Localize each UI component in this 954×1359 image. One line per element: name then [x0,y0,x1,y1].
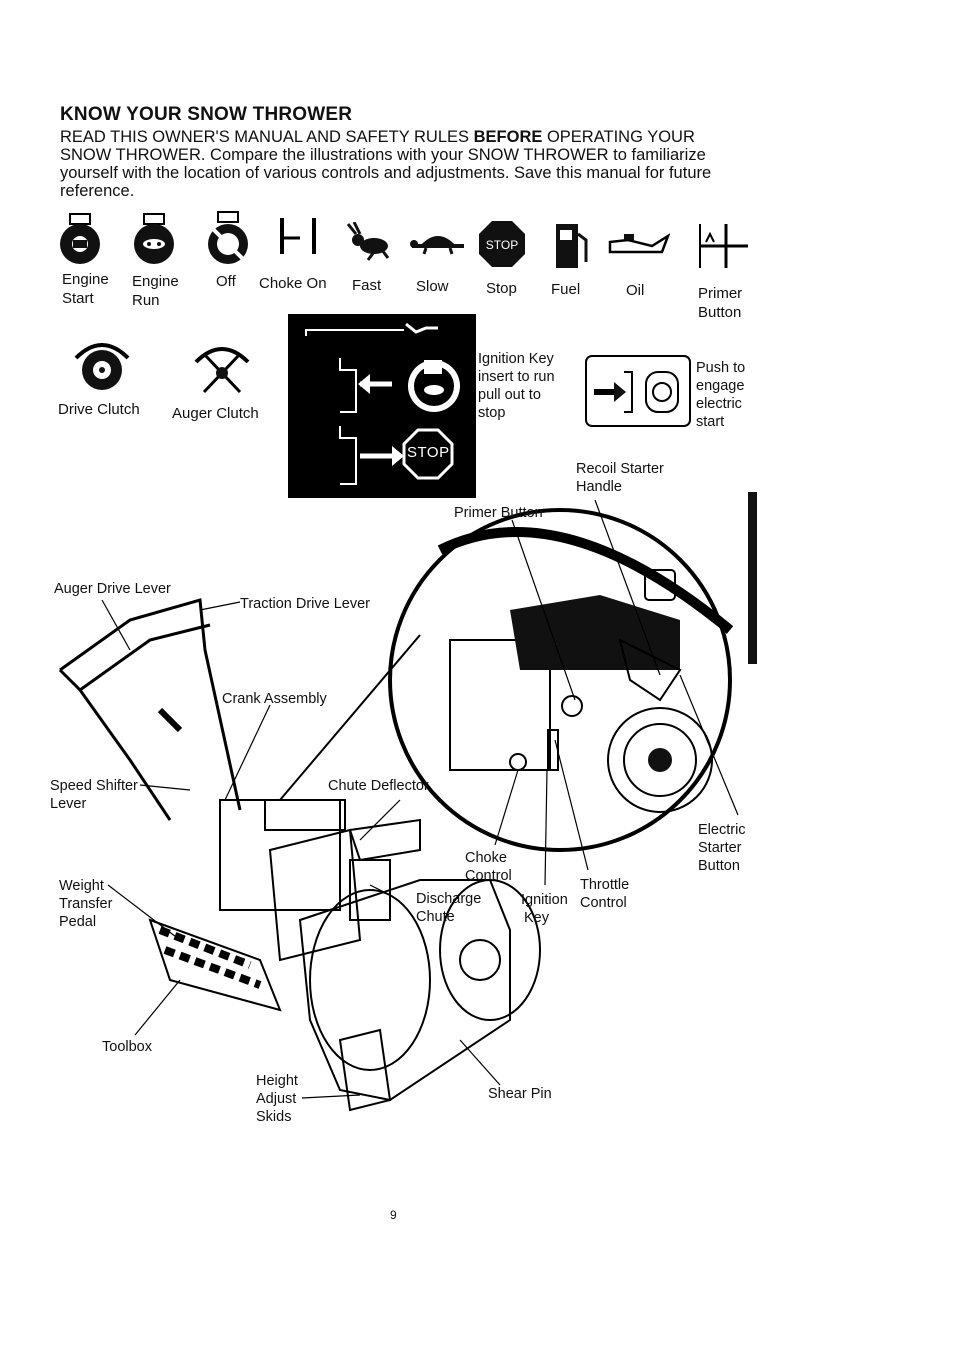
snow-thrower-illustration [40,500,760,1140]
callout-line: Discharge [416,891,482,907]
callout-primer-button: Primer Button [454,505,543,521]
instruction-line: Push to [696,360,746,376]
callout-line: Lever [50,796,87,812]
callout-line: Handle [576,479,622,495]
callout-auger-drive-lever: Auger Drive Lever [54,581,171,597]
svg-text:STOP: STOP [486,238,518,252]
intro-text-2: OPERATING YOUR SNOW THROWER. Compare the… [60,128,712,200]
instruction-line: electric [696,396,742,412]
label-line: Run [132,292,160,309]
electric-start-instructions: Push to engage electric start [696,359,745,431]
page-number: 9 [390,1208,397,1222]
callout-line: Control [580,895,627,911]
instruction-line: stop [478,405,506,421]
intro-text-bold: BEFORE [473,128,543,146]
callout-traction-drive-lever: Traction Drive Lever [240,596,371,612]
callout-crank-assembly: Crank Assembly [222,691,327,707]
label-line: Primer [698,285,743,302]
label-fuel: Fuel [551,281,581,298]
label-line: Engine [62,271,109,288]
label-auger-clutch: Auger Clutch [172,405,259,422]
label-drive-clutch: Drive Clutch [58,401,140,418]
instruction-line: engage [696,378,745,394]
ignition-key-panel: STOP [288,314,476,498]
engine-off-icon [204,210,252,266]
edge-bar [748,492,757,664]
intro-paragraph: READ THIS OWNER'S MANUAL AND SAFETY RULE… [60,128,750,200]
label-off: Off [216,273,236,290]
choke-on-icon [276,216,320,256]
callout-toolbox: Toolbox [102,1039,152,1055]
stop-label: STOP [407,444,450,461]
label-stop: Stop [486,280,517,297]
ignition-key-instructions: Ignition Key insert to run pull out to s… [478,350,555,422]
auger-clutch-icon [190,340,254,398]
callout-line: Transfer [59,896,113,912]
oil-can-icon [604,232,670,260]
callout-line: Pedal [59,914,97,930]
instruction-line: insert to run [478,369,555,385]
callout-line: Choke [465,850,507,866]
fuel-pump-icon [552,222,592,270]
callout-line: Skids [256,1109,292,1125]
engine-start-icon [56,212,104,266]
label-slow: Slow [416,278,449,295]
label-line: Start [62,290,94,307]
callout-line: Recoil Starter [576,461,664,477]
label-fast: Fast [352,277,382,294]
rabbit-icon [344,222,394,262]
callout-shear-pin: Shear Pin [488,1086,552,1102]
callout-line: Ignition [521,892,568,908]
callout-line: Height [256,1073,298,1089]
primer-icon [696,220,752,270]
label-line: Engine [132,273,179,290]
instruction-line: start [696,414,725,430]
page-title: KNOW YOUR SNOW THROWER [60,104,353,125]
engine-run-icon [130,212,178,266]
callout-line: Button [698,858,740,874]
turtle-icon [410,226,466,256]
callout-line: Speed Shifter [50,778,138,794]
electric-start-icon [584,354,694,428]
callout-line: Control [465,868,512,884]
callout-line: Chute [416,909,455,925]
callout-line: Key [524,910,549,926]
intro-text-1: READ THIS OWNER'S MANUAL AND SAFETY RULE… [60,128,474,146]
label-line: Button [698,304,742,321]
callout-line: Electric [698,822,746,838]
callout-line: Starter [698,840,742,856]
label-oil: Oil [626,282,645,299]
callout-line: Weight [59,878,104,894]
stop-sign-icon: STOP [478,220,526,268]
callout-chute-deflector: Chute Deflector [328,778,429,794]
instruction-line: pull out to [478,387,541,403]
drive-clutch-icon [70,336,134,396]
instruction-line: Ignition Key [478,351,554,367]
callout-line: Adjust [256,1091,297,1107]
label-choke-on: Choke On [259,275,327,292]
callout-line: Throttle [580,877,630,893]
